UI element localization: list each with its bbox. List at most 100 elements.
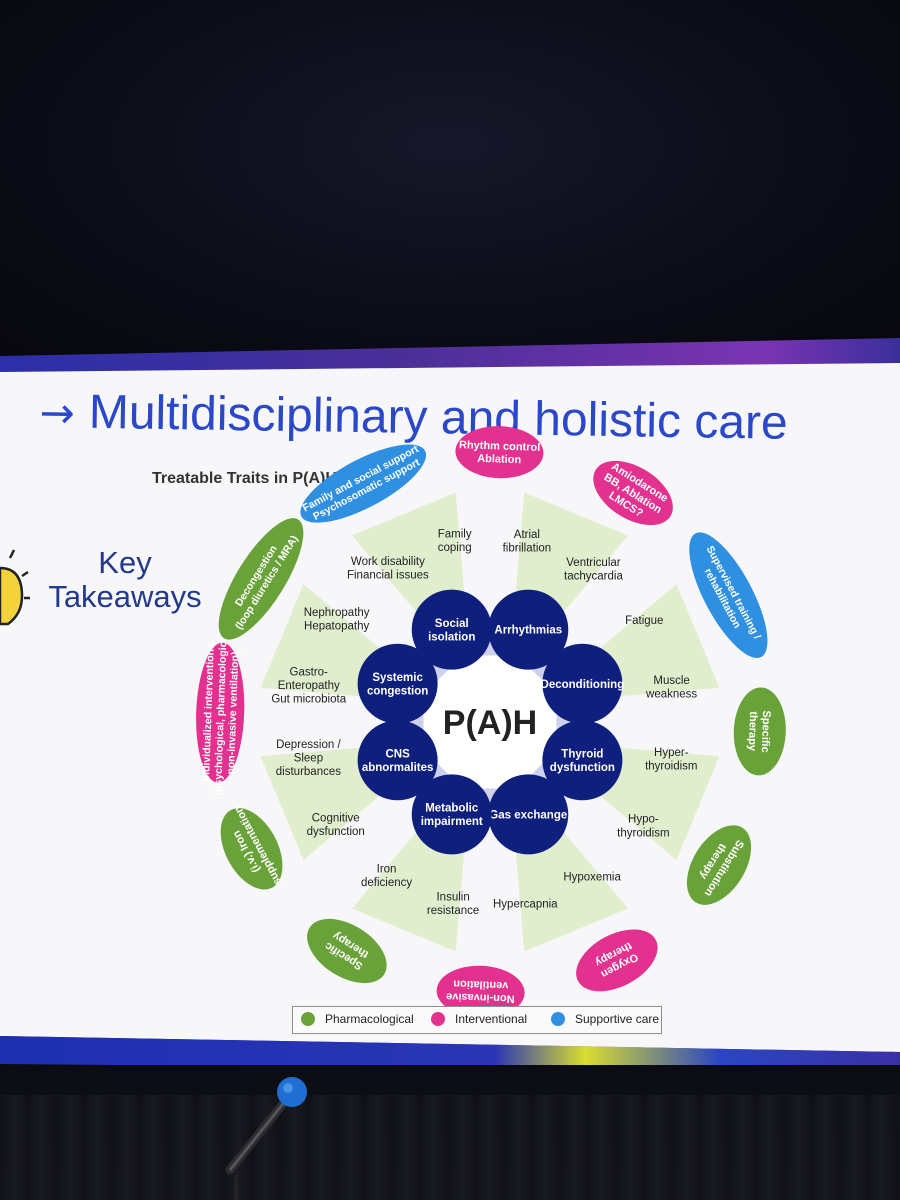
therapy-node: Non-invasiveventilation	[436, 965, 525, 1018]
trait-label-line: Hypo-	[628, 814, 659, 826]
therapy-node: (i.v.) Ironsupplementation	[220, 803, 284, 890]
trait-label-line: fibrillation	[503, 543, 552, 555]
trait-label-line: tachycardia	[564, 570, 623, 582]
domain-label: Deconditioning	[541, 679, 625, 691]
trait-label-line: disturbances	[276, 766, 341, 778]
therapy-ellipse-interventional	[593, 460, 673, 526]
domain-circle	[542, 720, 623, 801]
trait-label-line: Hypoxemia	[563, 871, 621, 883]
trait-label-line: Financial issues	[347, 570, 429, 582]
trait-label-line: resistance	[427, 905, 479, 917]
trait-label-line: dysfunction	[307, 826, 365, 838]
therapy-node: Specifictherapy	[733, 687, 786, 776]
legend-dot	[431, 1012, 445, 1026]
domain-label-line: congestion	[367, 686, 428, 698]
center-octagon	[423, 655, 557, 789]
domain-label-line: Social	[435, 618, 469, 630]
domain-label: Arrhythmias	[494, 625, 562, 637]
domain-circle	[488, 774, 569, 855]
domain-label-line: impairment	[421, 816, 483, 828]
domain-label-line: Thyroid	[561, 749, 603, 761]
therapy-label-line: Ablation	[477, 453, 522, 467]
therapy-ellipse-supportive	[300, 444, 427, 523]
trait-label: Cognitive dysfunction	[307, 812, 365, 838]
trait-label: Atrial fibrillation	[503, 529, 552, 555]
therapy-label-line: ventilation	[453, 978, 509, 992]
trait-label-line: Insulin	[436, 892, 469, 904]
domain-circle	[411, 774, 492, 855]
legend-dot	[551, 1012, 565, 1026]
trait-label-line: Gut microbiota	[271, 694, 346, 706]
trait-label-line: weakness	[645, 689, 697, 701]
diagram-subtitle: Treatable Traits in P(A)H	[152, 470, 337, 487]
therapy-label-line: (psychological, pharmacological,	[212, 630, 230, 796]
trait-label-line: Hypercapnia	[493, 899, 558, 911]
therapy-ellipse-interventional	[436, 965, 525, 1018]
trait-label-line: coping	[438, 542, 472, 554]
trait-label-line: thyroidism	[645, 761, 697, 773]
domain-node: Deconditioning	[541, 643, 625, 724]
therapy-legend: Pharmacological Interventional Supportiv…	[292, 1006, 662, 1034]
trait-label: Hypo-thyroidism	[617, 814, 669, 840]
trait-label-line: Work disability	[351, 556, 425, 568]
center-label: P(A)H	[443, 704, 537, 742]
dark-stage-background	[0, 0, 900, 360]
trait-label-line: Atrial	[514, 529, 540, 541]
therapy-ellipse-pharmacological	[220, 808, 283, 890]
trait-label-line: Ventricular	[566, 557, 621, 569]
trait-label-line: thyroidism	[617, 827, 669, 839]
domain-node: Gas exchange	[488, 774, 569, 855]
therapy-node: Rhythm controlAblation	[455, 426, 544, 479]
domain-label-line: dysfunction	[550, 762, 615, 774]
domain-label-line: CNS	[385, 749, 410, 761]
legend-item-interventional: Interventional	[431, 1012, 527, 1026]
trait-label-line: Nephropathy	[304, 607, 370, 619]
domain-label-line: Metabolic	[425, 803, 479, 815]
trait-label-line: Enteropathy	[278, 680, 340, 692]
key-takeaways-label: Key Takeaways	[40, 546, 210, 614]
therapy-label-line: Rhythm control	[459, 439, 541, 454]
therapy-label-line: Specific	[759, 710, 772, 753]
therapy-ellipse-pharmacological	[686, 825, 752, 905]
trait-label-line: Family	[438, 529, 472, 541]
therapy-ellipse-interventional	[576, 929, 658, 992]
trait-label-line: Fatigue	[625, 615, 663, 627]
legend-label: Pharmacological	[325, 1012, 414, 1026]
legend-label: Interventional	[455, 1012, 528, 1026]
trait-label-line: Hepatopathy	[304, 620, 369, 632]
domain-label-line: Gas exchange	[489, 809, 567, 821]
trait-label-line: Depression /	[276, 739, 341, 751]
trait-label-line: Cognitive	[312, 812, 360, 824]
trait-label-line: Sleep	[294, 752, 323, 764]
trait-label: Depression /Sleep disturbances	[276, 739, 342, 778]
domain-node: Arrhythmias	[488, 589, 569, 670]
trait-label-line: Hyper-	[654, 747, 689, 759]
therapy-label-line: Individualized interventions	[200, 643, 217, 782]
domain-label: Gas exchange	[489, 809, 567, 821]
therapy-label: Specifictherapy	[746, 710, 772, 753]
trait-label-line: Gastro-	[290, 667, 329, 679]
therapy-node: Oxygentherapy	[576, 929, 658, 992]
therapy-ellipse-pharmacological	[218, 518, 304, 640]
therapy-node: Individualized interventions(psychologic…	[196, 630, 245, 796]
legend-item-pharmacological: Pharmacological	[301, 1012, 414, 1026]
domain-label-line: isolation	[428, 631, 475, 643]
therapy-label: Rhythm controlAblation	[458, 439, 540, 467]
domain-label-line: abnormalites	[362, 762, 434, 774]
microphone-icon	[225, 1077, 307, 1200]
trait-label: Fatigue	[625, 615, 663, 627]
